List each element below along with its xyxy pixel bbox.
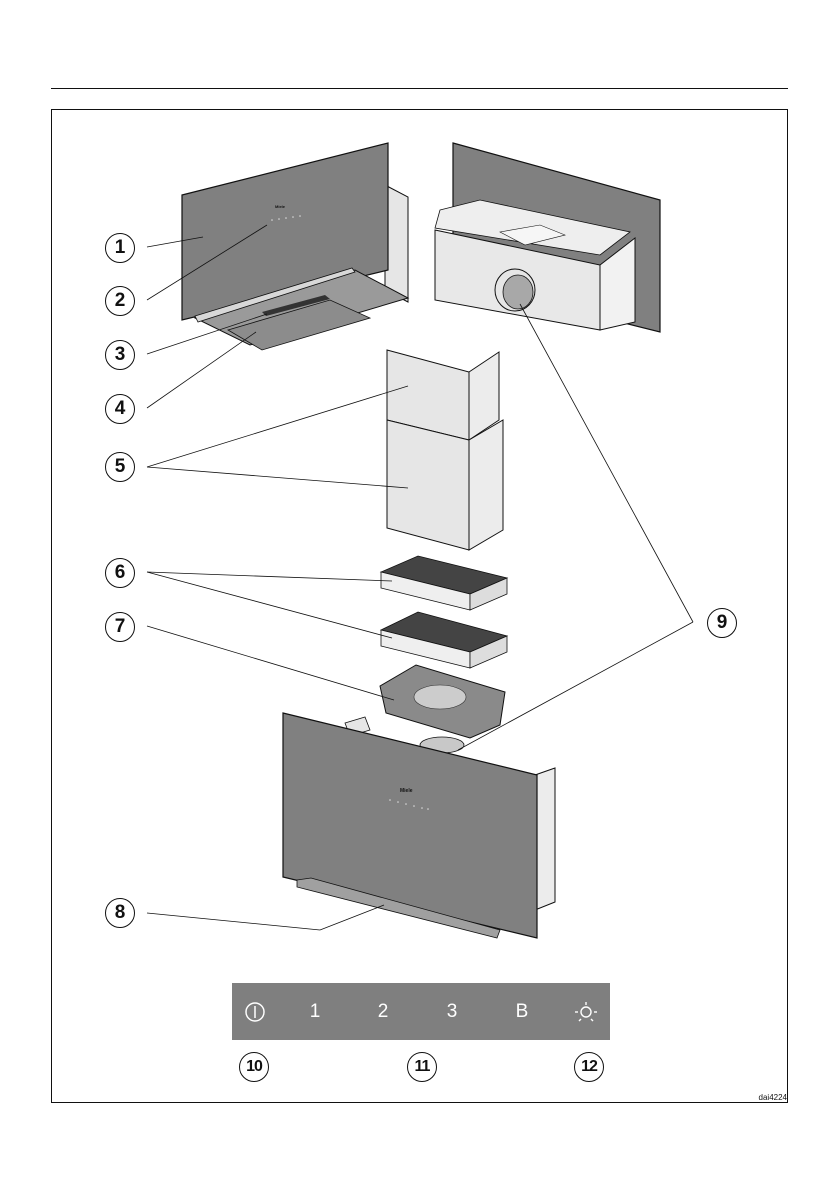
power-button[interactable]	[235, 983, 275, 1040]
power-icon	[244, 1001, 266, 1023]
callout-1: 1	[105, 233, 135, 263]
callout-10: 10	[239, 1052, 269, 1082]
document-id: dai4224	[759, 1093, 787, 1102]
callout-8: 8	[105, 898, 135, 928]
boost-button[interactable]: B	[502, 983, 542, 1040]
fan-level-3-button[interactable]: 3	[432, 983, 472, 1040]
brand-logo-top: Miele	[275, 204, 286, 209]
callout-4: 4	[105, 394, 135, 424]
hood-front-view: Miele	[182, 143, 408, 350]
callout-2: 2	[105, 286, 135, 316]
light-icon	[573, 1000, 599, 1024]
holder-grid	[414, 685, 466, 709]
chimney-sections	[387, 350, 503, 550]
callout-6: 6	[105, 558, 135, 588]
chimney-lower-side	[469, 420, 503, 550]
hood-assembled: Miele	[283, 713, 555, 938]
callout-5: 5	[105, 452, 135, 482]
filter-holder	[380, 665, 505, 738]
brand-logo-bottom: Miele	[400, 788, 413, 794]
control-panel: 1 2 3 B	[232, 983, 610, 1040]
callout-12: 12	[574, 1052, 604, 1082]
chimney-lower-front	[387, 420, 469, 550]
fan-level-2-button[interactable]: 2	[363, 983, 403, 1040]
callout-9: 9	[707, 608, 737, 638]
callout-3: 3	[105, 340, 135, 370]
callout-7: 7	[105, 612, 135, 642]
bottom-housing-side	[535, 768, 555, 910]
glass-panel-bottom	[283, 713, 537, 938]
charcoal-filters	[381, 556, 507, 668]
fan-level-1-button[interactable]: 1	[295, 983, 335, 1040]
hood-back-view	[435, 143, 660, 332]
air-outlet-9	[503, 275, 533, 309]
light-button[interactable]	[566, 983, 606, 1040]
callout-11: 11	[407, 1052, 437, 1082]
